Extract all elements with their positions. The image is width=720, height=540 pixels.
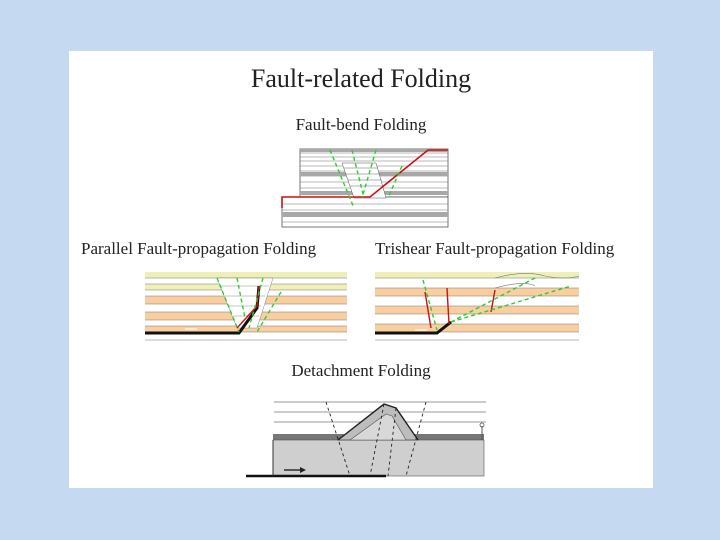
trishear-fold-label: Trishear Fault-propagation Folding — [375, 239, 615, 258]
trishear-fold-diagram — [375, 272, 580, 341]
parallel-fold-label: Parallel Fault-propagation Folding — [81, 239, 317, 258]
detachment-fold-label: Detachment Folding — [291, 361, 431, 380]
detachment-fold-diagram — [246, 401, 486, 478]
fault-bend-diagram — [281, 148, 449, 228]
page-title: Fault-related Folding — [250, 64, 472, 93]
fault-bend-label: Fault-bend Folding — [295, 115, 427, 134]
parallel-fold-diagram — [145, 272, 347, 341]
slide: Fault-related Folding Fault-bend Folding… — [69, 51, 653, 488]
